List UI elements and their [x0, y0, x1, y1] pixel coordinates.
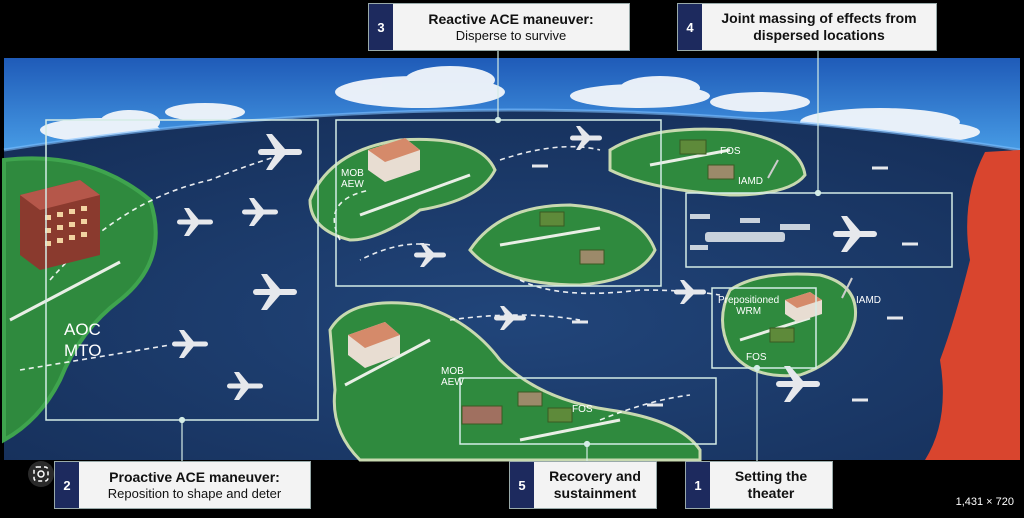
label-mto: MTO	[64, 341, 102, 360]
callout-subtitle: theater	[747, 485, 795, 501]
label-iamd-right: IAMD	[856, 295, 881, 306]
label-fos-bottom: FOS	[572, 404, 593, 415]
building-icon	[20, 180, 100, 270]
callout-subtitle: dispersed locations	[753, 27, 885, 43]
aircraft-icon	[172, 126, 918, 407]
callout-subtitle: Disperse to survive	[455, 27, 567, 43]
flight-paths	[19, 145, 721, 421]
building-icon	[348, 322, 400, 368]
building-icon	[368, 138, 420, 182]
label-fos-right: FOS	[746, 352, 767, 363]
label-iamd-top: IAMD	[738, 176, 763, 187]
ship-icon	[690, 214, 810, 250]
missile-launcher-icon	[767, 159, 853, 299]
region-box-1	[711, 287, 817, 369]
callout-3: 3 Reactive ACE maneuver:Disperse to surv…	[369, 4, 629, 50]
building-icon	[785, 292, 822, 322]
island-center	[468, 203, 657, 287]
image-dimensions: 1,431 × 720	[955, 496, 1014, 508]
callout-title: Proactive ACE maneuver:	[109, 468, 280, 485]
lens-icon[interactable]	[28, 461, 54, 487]
island-mob-top	[308, 137, 497, 242]
callout-number: 4	[678, 4, 702, 50]
callout-title: Reactive ACE maneuver:	[428, 10, 594, 27]
island-mob-bottom	[328, 301, 702, 462]
callout-title: Setting the	[734, 468, 808, 484]
leader-lines	[178, 50, 822, 462]
tent-icon	[461, 139, 795, 425]
callout-title: Recovery and	[549, 468, 641, 484]
callout-subtitle: sustainment	[553, 485, 637, 501]
callout-subtitle: Reposition to shape and deter	[107, 485, 282, 501]
label-aoc: AOC	[64, 320, 101, 339]
label-fos-top: FOS	[720, 146, 741, 157]
adversary-territory	[925, 150, 1020, 460]
clouds	[40, 66, 980, 142]
island-fos-top	[608, 127, 807, 197]
callout-2: 2 Proactive ACE maneuver:Reposition to s…	[55, 462, 310, 508]
callout-title: Joint massing of effects from	[721, 10, 917, 26]
callout-number: 2	[55, 462, 79, 508]
callout-number: 1	[686, 462, 710, 508]
callout-number: 5	[510, 462, 534, 508]
callout-number: 3	[369, 4, 393, 50]
